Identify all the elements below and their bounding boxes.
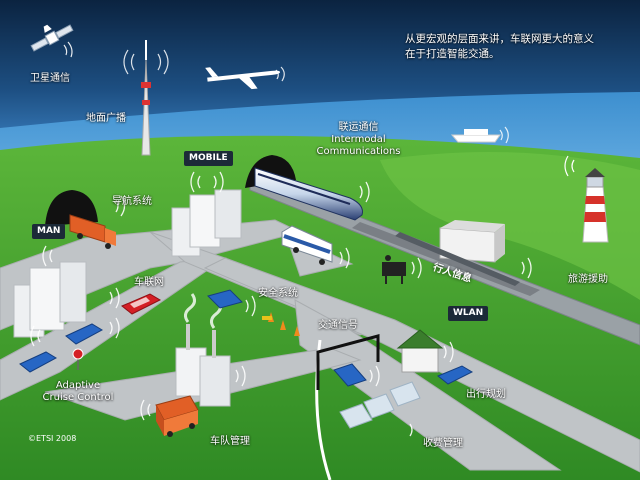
badge-man: MAN xyxy=(32,224,66,239)
label-intermodal-en-1: Intermodal xyxy=(331,134,386,145)
label-traffic-signal: 交通信号 xyxy=(318,320,358,331)
badge-mobile: MOBILE xyxy=(184,151,233,166)
satellite-icon xyxy=(30,24,74,52)
label-intermodal-cn: 联运通信 xyxy=(338,122,379,133)
house-icon xyxy=(396,329,444,373)
car-icon xyxy=(19,351,58,373)
label-trip-planning: 出行规划 xyxy=(466,389,506,400)
tunnel-left xyxy=(45,190,98,226)
factory-building xyxy=(175,293,231,407)
intro-text: 从更宏观的层面来讲，车联网更大的意义 在于打造智能交通。 xyxy=(405,32,630,62)
bus-icon xyxy=(281,225,333,265)
truck-icon xyxy=(69,214,116,249)
gantry-icon xyxy=(316,334,380,390)
train-icon xyxy=(254,167,363,221)
office-buildings xyxy=(171,189,242,257)
car-icon xyxy=(437,365,474,385)
apartment-buildings xyxy=(13,261,87,338)
label-satellite: 卫星通信 xyxy=(30,73,70,84)
signal-waves xyxy=(30,171,532,437)
station-building xyxy=(395,220,520,286)
label-adaptive-cruise: Adaptive Cruise Control xyxy=(38,380,118,404)
grass-hill xyxy=(380,152,640,300)
road-network xyxy=(0,219,640,473)
toll-booths xyxy=(339,381,421,429)
car-icon xyxy=(207,289,243,309)
car-icon xyxy=(121,293,162,315)
broadcast-tower-icon xyxy=(141,40,151,156)
copyright: ©ETSI 2008 xyxy=(28,434,77,443)
airplane-icon xyxy=(205,67,281,90)
lighthouse-icon xyxy=(582,168,609,243)
label-terrestrial-broadcast: 地面广播 xyxy=(86,113,126,124)
label-intermodal: 联运通信 Intermodal Communications xyxy=(306,122,411,158)
label-tourism-assistance: 旅游援助 xyxy=(568,274,608,285)
pedestrian-kiosk xyxy=(382,255,406,284)
intro-line-2: 在于打造智能交通。 xyxy=(405,48,500,60)
label-fleet-management: 车队管理 xyxy=(210,436,250,447)
label-navigation: 导航系统 xyxy=(112,196,152,207)
label-telematics: 车联网 xyxy=(134,277,164,288)
stop-sign-icon xyxy=(72,348,84,370)
badge-wlan: WLAN xyxy=(448,306,489,321)
barrier xyxy=(262,316,272,320)
label-toll-management: 收费管理 xyxy=(423,438,463,449)
label-intermodal-en-2: Communications xyxy=(316,146,401,157)
intro-line-1: 从更宏观的层面来讲，车联网更大的意义 xyxy=(405,33,594,45)
label-adaptive-2: Cruise Control xyxy=(42,392,114,403)
car-icon xyxy=(65,323,104,345)
label-safety-system: 安全系统 xyxy=(258,288,298,299)
truck-icon xyxy=(155,395,199,437)
car-icon xyxy=(333,363,367,387)
label-adaptive-1: Adaptive xyxy=(55,380,101,391)
ship-icon xyxy=(450,129,501,143)
